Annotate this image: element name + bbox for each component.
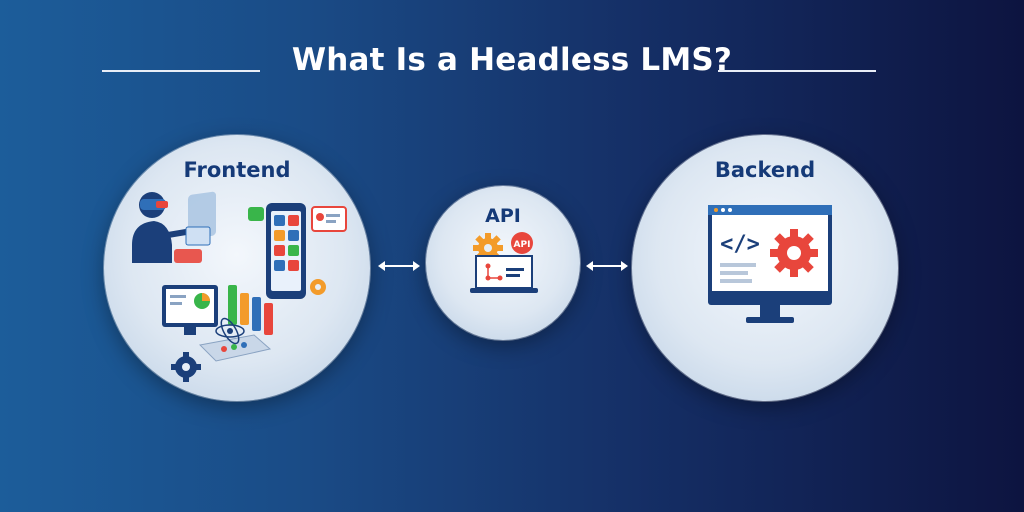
api-badge-text: API bbox=[514, 240, 531, 250]
bidirectional-arrow-icon bbox=[586, 261, 628, 271]
info-card-icon bbox=[311, 206, 347, 232]
frontend-label: Frontend bbox=[183, 158, 291, 182]
backend-label: Backend bbox=[714, 158, 816, 182]
gear-icon bbox=[171, 352, 201, 382]
api-label: API bbox=[485, 205, 521, 227]
chat-bubble-icon bbox=[248, 207, 264, 221]
gear-icon bbox=[770, 229, 818, 277]
title-rule-right bbox=[718, 70, 876, 72]
vr-user-icon bbox=[132, 191, 216, 263]
device-platform-icon bbox=[198, 317, 272, 362]
api-illustration: API bbox=[470, 232, 538, 293]
title-rule-left bbox=[102, 70, 260, 72]
mobile-app-icon bbox=[266, 203, 306, 299]
api-badge-icon: API bbox=[470, 232, 538, 293]
gear-icon bbox=[310, 279, 326, 295]
backend-illustration: </> bbox=[708, 205, 832, 323]
code-symbol-text: </> bbox=[720, 232, 760, 257]
bidirectional-arrow-icon bbox=[378, 261, 420, 271]
monitor-chart-icon bbox=[162, 285, 218, 335]
code-window-icon: </> bbox=[720, 232, 760, 283]
bar-chart-icon bbox=[228, 285, 273, 335]
page-title: What Is a Headless LMS? bbox=[291, 42, 733, 78]
frontend-illustration bbox=[132, 191, 347, 382]
